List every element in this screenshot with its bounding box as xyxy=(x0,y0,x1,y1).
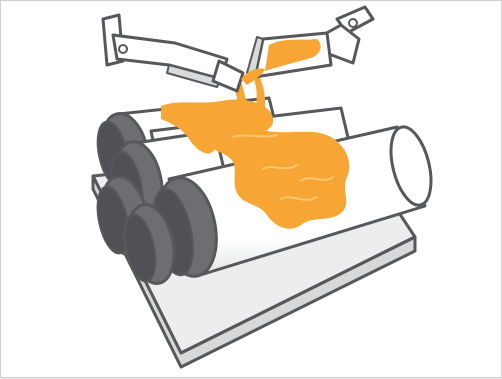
robot-arm-right xyxy=(241,7,373,85)
robot-arm-left xyxy=(103,15,243,91)
